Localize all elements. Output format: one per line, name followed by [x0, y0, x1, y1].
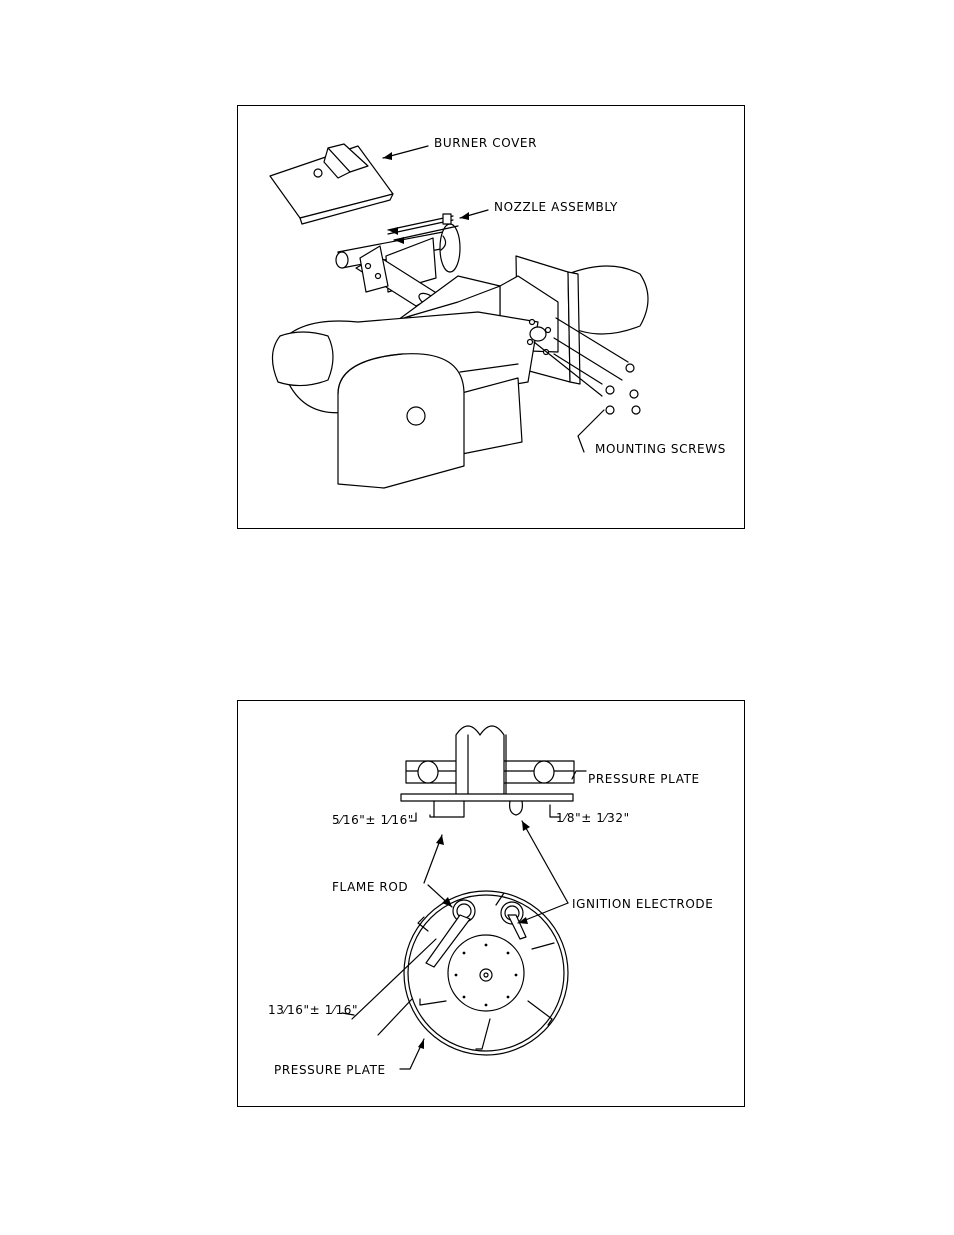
rod-to-plate-dimension: 13⁄16"± 1⁄16"	[268, 1003, 358, 1017]
mounting-screws	[533, 317, 641, 415]
mounting-screws-leader	[577, 409, 605, 453]
nozzle-assembly	[335, 213, 461, 308]
electrode-hook	[509, 800, 523, 816]
flame-rod-label: FLAME ROD	[332, 880, 408, 894]
burner-cover-label: BURNER COVER	[434, 136, 537, 150]
flame-rod-gap-leader	[429, 814, 435, 818]
ignition-electrode-label: IGNITION ELECTRODE	[572, 897, 713, 911]
pressure-plate-top-label: PRESSURE PLATE	[588, 772, 700, 786]
nozzle-assembly-label: NOZZLE ASSEMBLY	[494, 200, 618, 214]
side-view-assembly	[400, 725, 575, 822]
front-view-pressure-plate	[403, 890, 569, 1056]
mounting-screws-label: MOUNTING SCREWS	[595, 442, 726, 456]
pressure-plate-bottom-leader	[399, 1038, 425, 1070]
rod-to-plate-dim-line	[351, 938, 437, 1020]
flame-rod-gap-dimension: 5⁄16"± 1⁄16"	[332, 813, 414, 827]
figure-burner-assembly: BURNER COVER NOZZLE ASSEMBLY MOUNTING SC…	[237, 105, 745, 529]
burner-assembly-drawing: BURNER COVER NOZZLE ASSEMBLY MOUNTING SC…	[269, 136, 726, 489]
pressure-plate-bottom-label: PRESSURE PLATE	[274, 1063, 386, 1077]
ignition-electrode-leader	[521, 820, 569, 904]
pressure-plate-top-leader	[571, 770, 587, 780]
burner-body	[271, 255, 649, 489]
burner-cover	[269, 143, 394, 225]
figure-electrode-settings: PRESSURE PLATE 5⁄16"± 1⁄16" 1⁄8"± 1⁄32" …	[237, 700, 745, 1107]
flame-rod-tip	[433, 800, 465, 818]
electrode-settings-drawing: PRESSURE PLATE 5⁄16"± 1⁄16" 1⁄8"± 1⁄32" …	[268, 725, 713, 1077]
electrode-gap-dimension: 1⁄8"± 1⁄32"	[556, 811, 630, 825]
